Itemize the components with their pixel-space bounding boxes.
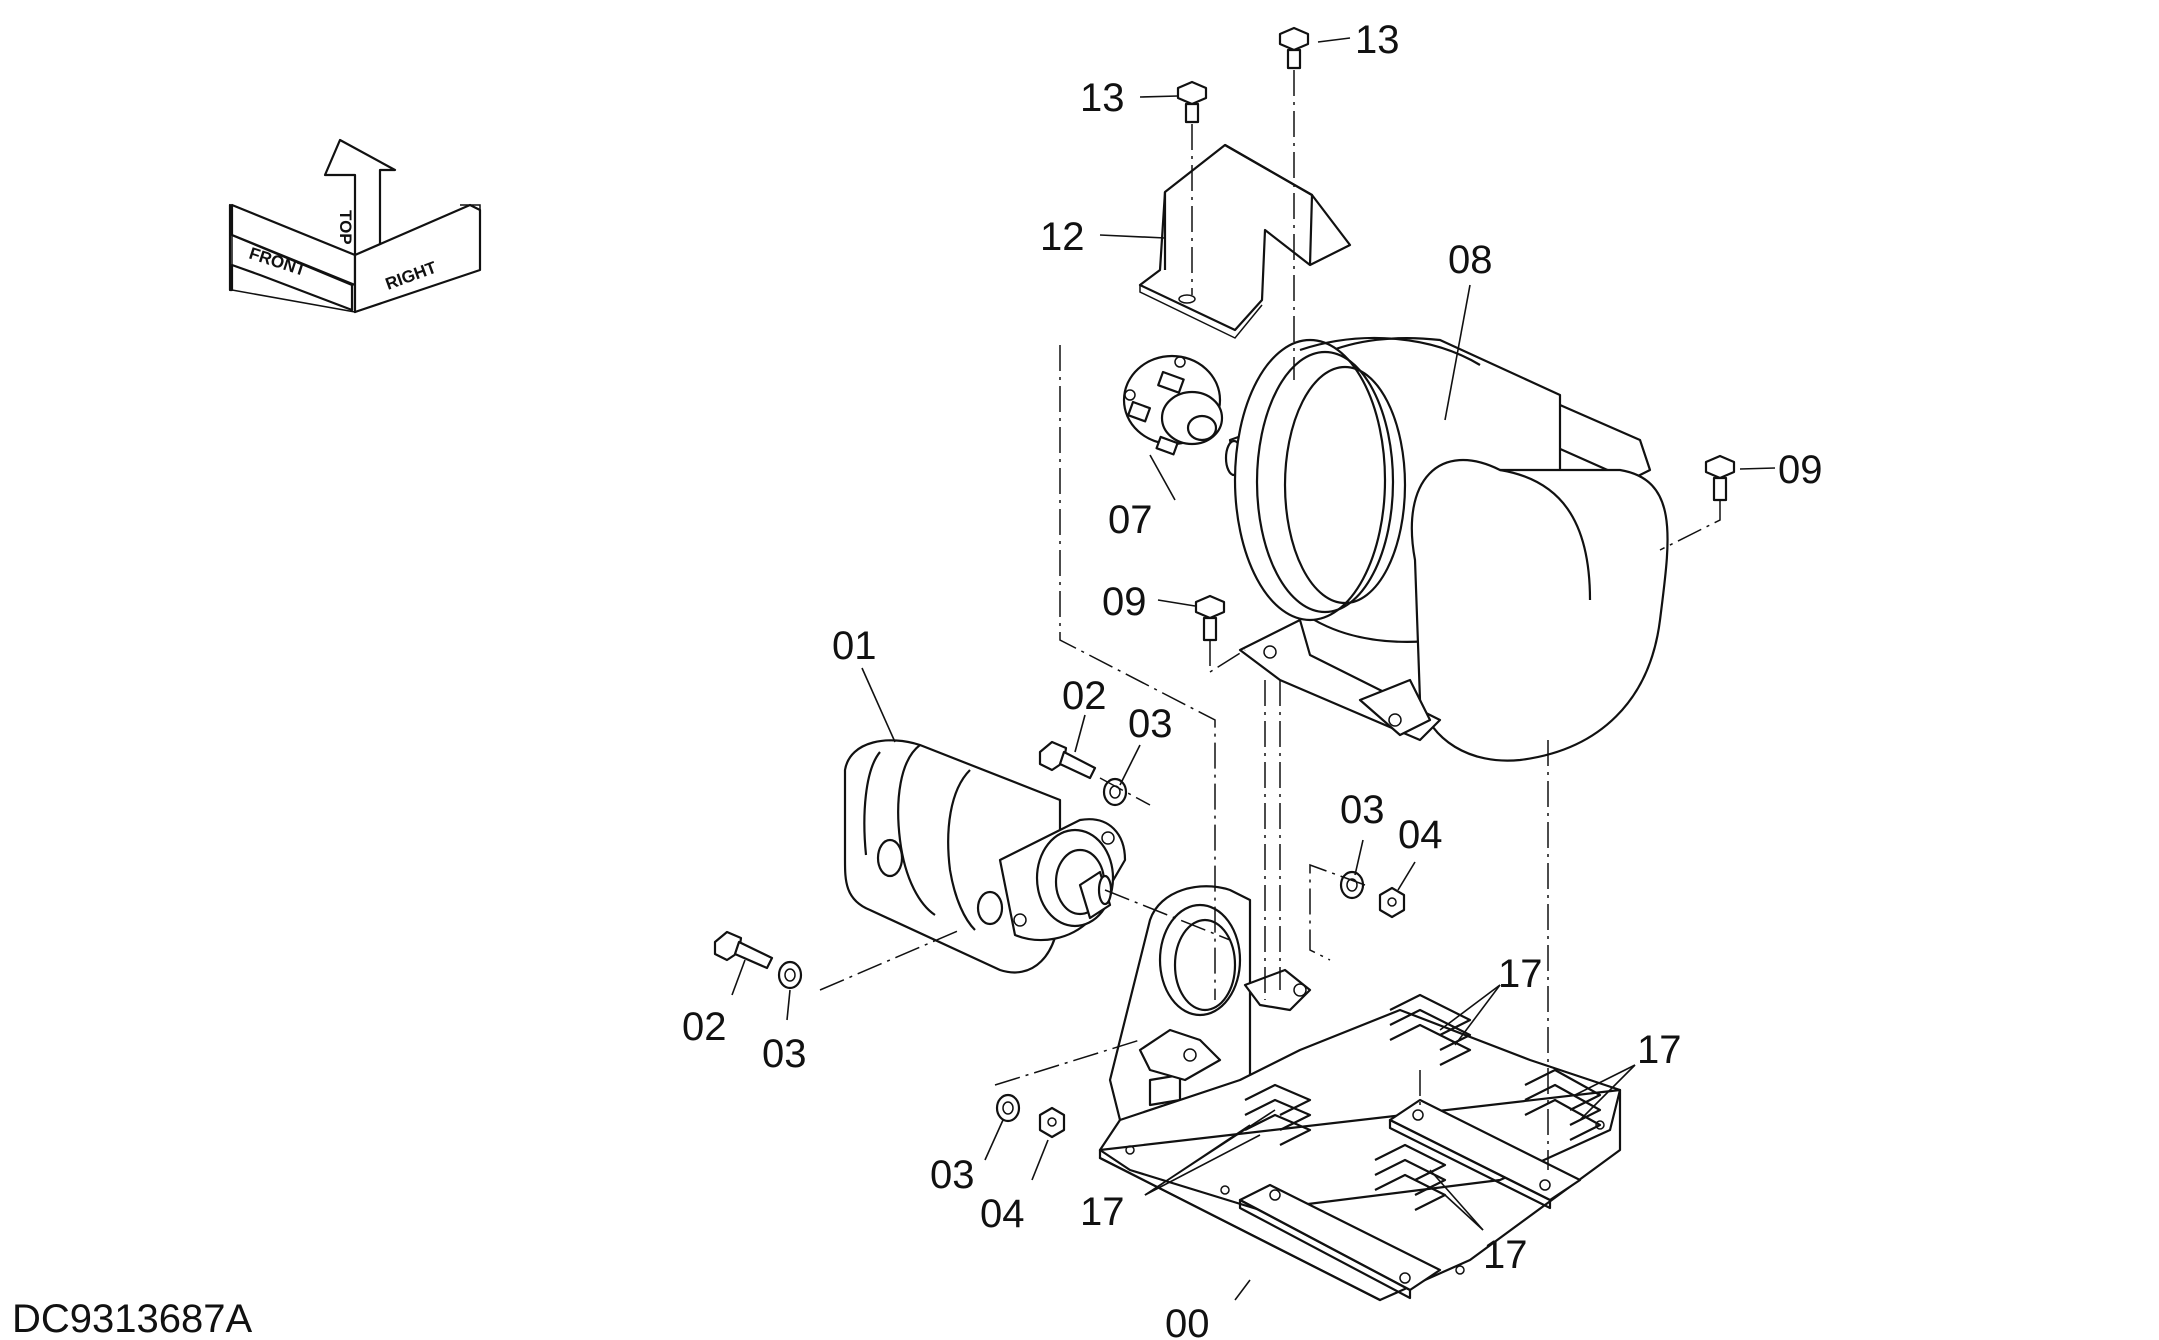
callout-17-lower-right: 17 xyxy=(1483,1233,1528,1277)
gear-pump-part-01 xyxy=(843,739,1127,974)
callout-09-right: 09 xyxy=(1778,448,1823,492)
washer-03-bottom-icon xyxy=(995,1093,1021,1123)
callout-02-left: 02 xyxy=(682,1005,727,1049)
bolt-09-left-icon xyxy=(1194,594,1226,642)
callout-13-left: 13 xyxy=(1080,76,1125,120)
callout-08: 08 xyxy=(1448,238,1493,282)
nut-04-mid-icon xyxy=(1378,886,1406,919)
callout-17-upper-right: 17 xyxy=(1637,1028,1682,1072)
orientation-arrows-icon: FRONT TOP RIGHT xyxy=(228,138,482,314)
callout-labels: 13 13 12 08 09 07 09 01 02 03 03 04 02 0… xyxy=(682,18,1823,1340)
callout-17-lower-left: 17 xyxy=(1080,1190,1125,1234)
washer-03-left-icon xyxy=(777,960,803,990)
leader-lines xyxy=(731,37,1776,1301)
callout-07: 07 xyxy=(1108,498,1153,542)
assembly-center-lines xyxy=(819,70,1721,1170)
callout-04-bottom: 04 xyxy=(980,1192,1025,1236)
bolt-09-right-icon xyxy=(1704,454,1736,502)
callout-04-mid: 04 xyxy=(1398,813,1443,857)
callout-09-left: 09 xyxy=(1102,580,1147,624)
coupling-part-07 xyxy=(1122,354,1224,456)
washer-03-top-icon xyxy=(1102,777,1128,807)
callout-12: 12 xyxy=(1040,215,1085,259)
base-plate-part-00 xyxy=(1098,968,1622,1302)
bolt-13-right-icon xyxy=(1278,26,1310,70)
bolt-02-top-icon xyxy=(1038,740,1097,780)
nut-04-bottom-icon xyxy=(1038,1106,1066,1139)
callout-03-mid: 03 xyxy=(1340,788,1385,832)
drawing-id: DC9313687A xyxy=(12,1297,252,1340)
callout-17-upper-left: 17 xyxy=(1498,952,1543,996)
washer-03-mid-icon xyxy=(1339,870,1365,900)
bolt-02-left-icon xyxy=(713,930,774,970)
callout-02-top: 02 xyxy=(1062,674,1107,718)
shim-stack-17-d-icon xyxy=(1374,1143,1447,1211)
callout-03-left: 03 xyxy=(762,1032,807,1076)
shim-stack-17-a-icon xyxy=(1389,993,1472,1066)
shim-stack-17-b-icon xyxy=(1524,1068,1602,1141)
callout-13-right: 13 xyxy=(1355,18,1400,62)
callout-01: 01 xyxy=(832,624,877,668)
bolt-13-left-icon xyxy=(1176,80,1208,124)
callout-03-top: 03 xyxy=(1128,702,1173,746)
top-label: TOP xyxy=(336,210,355,245)
shim-stack-17-c-icon xyxy=(1244,1083,1312,1146)
electric-motor-part-08 xyxy=(1224,336,1669,762)
cover-bracket-part-12 xyxy=(1138,143,1352,339)
callout-03-bottom: 03 xyxy=(930,1153,975,1197)
callout-00: 00 xyxy=(1165,1302,1210,1340)
